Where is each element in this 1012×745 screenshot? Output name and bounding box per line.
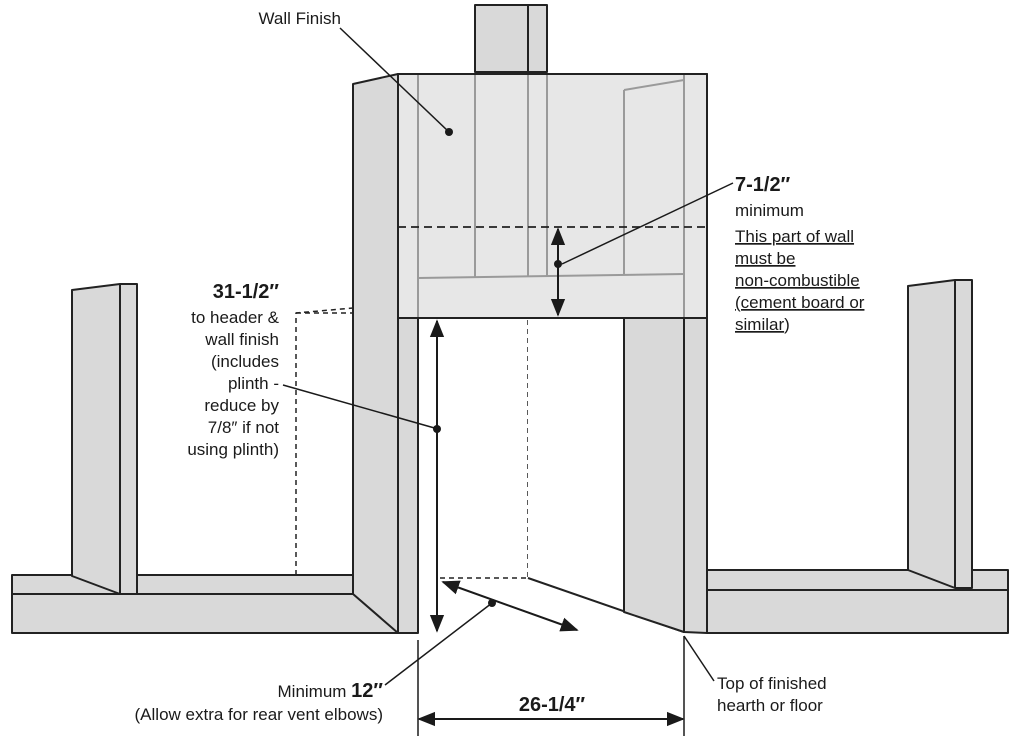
wall-finish-leader: [339, 27, 450, 133]
hearth-leader: [683, 635, 715, 682]
right-stud: [907, 279, 973, 589]
svg-text:to header &: to header &: [191, 308, 280, 327]
height-dim-value: 31-1/2″: [213, 281, 280, 303]
svg-text:This part of wall: This part of wall: [735, 227, 854, 246]
chase-stud: [474, 4, 548, 73]
header-dim-value: 7-1/2″: [735, 174, 791, 196]
svg-text:Top of finished: Top of finished: [717, 674, 827, 693]
header: [397, 73, 708, 319]
depth-arrow: [441, 580, 579, 632]
depth-dim-label: Minimum 12″ (Allow extra for rear vent e…: [135, 680, 384, 724]
wall-finish-label: Wall Finish: [259, 9, 342, 28]
svg-text:non-combustible: non-combustible: [735, 271, 860, 290]
svg-text:(cement board or: (cement board or: [735, 293, 865, 312]
hearth-label: Top of finished hearth or floor: [717, 674, 827, 715]
left-floor-plate: [11, 574, 399, 634]
left-king-stud: [352, 73, 399, 634]
height-dim-label: 31-1/2″ to header & wall finish (include…: [187, 281, 279, 459]
svg-text:7/8″ if not: 7/8″ if not: [208, 418, 280, 437]
header-dim-leader: [561, 182, 734, 265]
rear-wall-face: [528, 320, 624, 612]
height-dim-leader: [282, 384, 439, 430]
depth-dim-leader: [384, 602, 493, 686]
svg-text:similar): similar): [735, 315, 790, 334]
svg-text:Minimum 12″: Minimum 12″: [278, 680, 384, 702]
svg-text:minimum: minimum: [735, 201, 804, 220]
left-jack-stud: [397, 317, 419, 634]
right-jack-stud: [623, 317, 685, 633]
svg-text:reduce by: reduce by: [204, 396, 279, 415]
svg-text:plinth -: plinth -: [228, 374, 279, 393]
right-floor-plate: [706, 569, 1009, 634]
svg-text:using plinth): using plinth): [187, 440, 279, 459]
depth-dim-value: 12″: [351, 680, 383, 702]
header-dim-label: 7-1/2″ minimum This part of wall must be…: [735, 174, 865, 334]
right-king-stud: [683, 317, 708, 634]
left-stud: [71, 283, 138, 595]
width-dim-value: 26-1/4″: [519, 694, 586, 716]
svg-text:must be: must be: [735, 249, 795, 268]
svg-text:hearth or floor: hearth or floor: [717, 696, 823, 715]
svg-text:wall finish: wall finish: [204, 330, 279, 349]
svg-text:(includes: (includes: [211, 352, 279, 371]
svg-text:(Allow extra for rear vent elb: (Allow extra for rear vent elbows): [135, 705, 383, 724]
